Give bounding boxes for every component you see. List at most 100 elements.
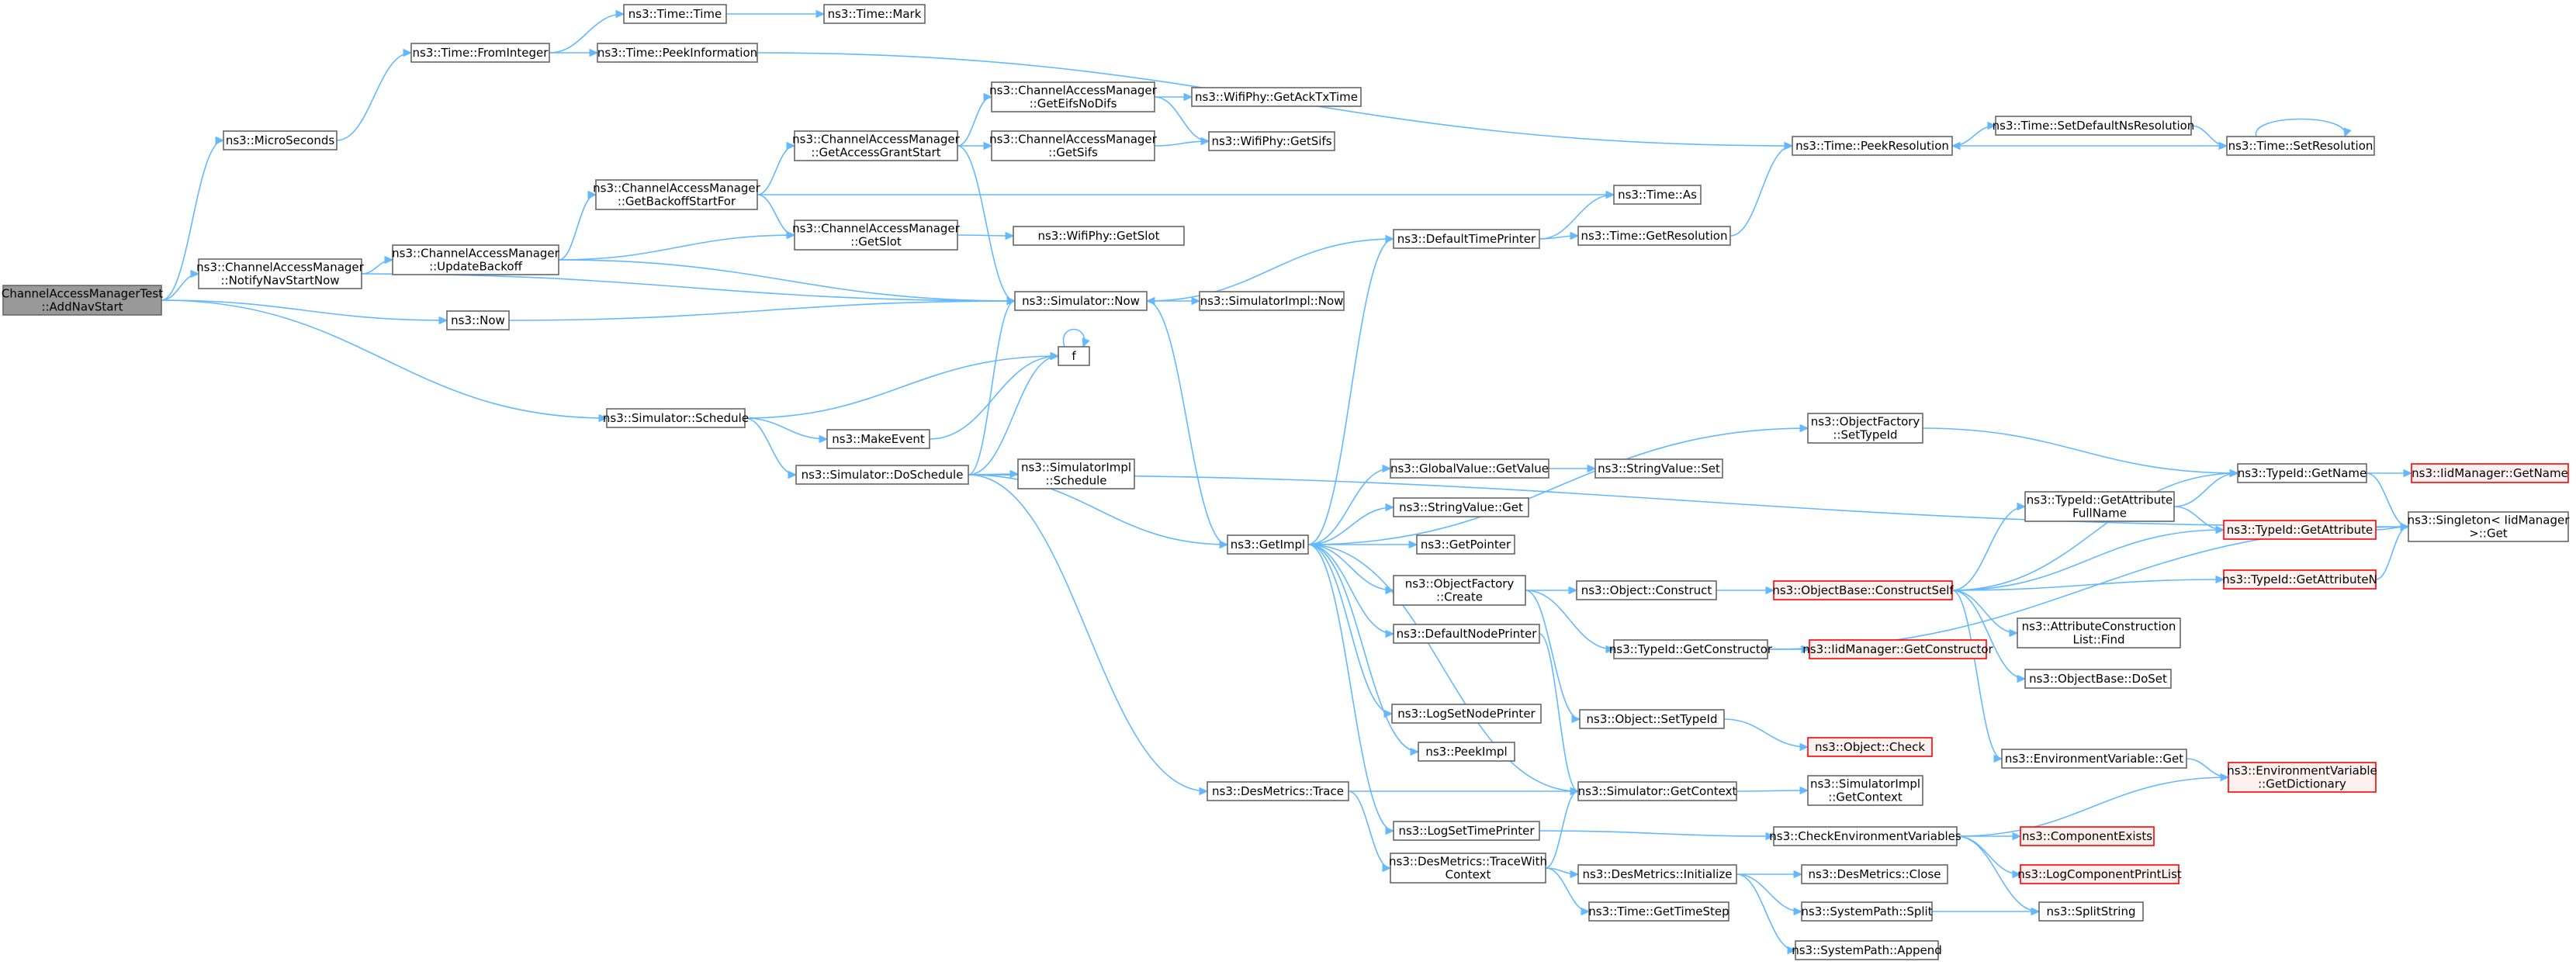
edge-ofcreate-to-objconstruct <box>1525 586 1578 595</box>
node-notifynav[interactable]: ns3::ChannelAccessManager::NotifyNavStar… <box>196 258 365 289</box>
node-typeidgetattrn[interactable]: ns3::TypeId::GetAttributeN <box>2222 569 2377 590</box>
edge-arrowhead <box>2031 907 2041 916</box>
node-componentexists[interactable]: ns3::ComponentExists <box>2020 826 2155 846</box>
node-microseconds[interactable]: ns3::MicroSeconds <box>223 130 338 150</box>
node-timeas[interactable]: ns3::Time::As <box>1613 185 1702 205</box>
node-label: ns3::Time::SetResolution <box>2228 139 2373 153</box>
node-logsetnodeprinter[interactable]: ns3::LogSetNodePrinter <box>1391 704 1542 724</box>
node-box <box>2020 826 2155 846</box>
node-doschedule[interactable]: ns3::Simulator::DoSchedule <box>795 465 969 485</box>
node-stringvalueget[interactable]: ns3::StringValue::Get <box>1393 497 1529 517</box>
node-schedule[interactable]: ns3::Simulator::Schedule <box>603 408 749 428</box>
node-syssplit[interactable]: ns3::SystemPath::Split <box>1801 901 1933 922</box>
node-getbackoffstart[interactable]: ns3::ChannelAccessManager::GetBackoffSta… <box>593 179 761 210</box>
node-label: ns3::Time::Time <box>628 7 722 21</box>
edge-objconstruct-to-objbaseconstruct <box>1716 586 1775 595</box>
node-defaultnodeprinter[interactable]: ns3::DefaultNodePrinter <box>1393 624 1540 644</box>
node-globalvalue[interactable]: ns3::GlobalValue::GetValue <box>1390 458 1549 479</box>
node-iidgetname[interactable]: ns3::IidManager::GetName <box>2411 463 2569 483</box>
node-label: ns3::WifiPhy::GetAckTxTime <box>1195 90 1358 104</box>
node-objsettypeid[interactable]: ns3::Object::SetTypeId <box>1579 709 1725 729</box>
edge-line <box>508 300 1016 321</box>
node-getresolution[interactable]: ns3::Time::GetResolution <box>1577 226 1731 246</box>
node-envgetdict[interactable]: ns3::EnvironmentVariable::GetDictionary <box>2227 762 2377 793</box>
node-timemark[interactable]: ns3::Time::Mark <box>823 4 926 24</box>
node-root[interactable]: ChannelAccessManagerTest::AddNavStart <box>2 285 163 316</box>
node-stringvalueset[interactable]: ns3::StringValue::Set <box>1594 458 1723 479</box>
node-makeevent[interactable]: ns3::MakeEvent <box>826 429 930 449</box>
node-desclose[interactable]: ns3::DesMetrics::Close <box>1801 864 1948 884</box>
node-label: ns3::ChannelAccessManager <box>792 133 960 147</box>
node-simimplgetcontext[interactable]: ns3::SimulatorImpl::GetContext <box>1807 775 1923 806</box>
node-logcomponentprint[interactable]: ns3::LogComponentPrintList <box>2017 864 2182 884</box>
node-getslot[interactable]: ns3::ChannelAccessManager::GetSlot <box>792 220 961 251</box>
node-destrace[interactable]: ns3::DesMetrics::Trace <box>1207 781 1349 801</box>
node-box <box>1576 580 1717 600</box>
node-typeidgetname[interactable]: ns3::TypeId::GetName <box>2237 463 2367 483</box>
node-f[interactable]: f <box>1058 346 1090 366</box>
node-frominteger[interactable]: ns3::Time::FromInteger <box>410 43 550 63</box>
node-objbasedoset[interactable]: ns3::ObjectBase::DoSet <box>2024 669 2172 689</box>
node-wifiackt[interactable]: ns3::WifiPhy::GetAckTxTime <box>1191 87 1362 107</box>
node-objbaseconstruct[interactable]: ns3::ObjectBase::ConstructSelf <box>1772 580 1954 600</box>
node-label: ns3::ObjectBase::DoSet <box>2029 672 2167 686</box>
node-setresolution[interactable]: ns3::Time::SetResolution <box>2226 136 2375 156</box>
node-objconstruct[interactable]: ns3::Object::Construct <box>1576 580 1717 600</box>
node-simimplnow[interactable]: ns3::SimulatorImpl::Now <box>1199 291 1345 311</box>
node-wifislot[interactable]: ns3::WifiPhy::GetSlot <box>1013 226 1185 246</box>
node-now[interactable]: ns3::Now <box>446 310 510 330</box>
node-label: ::NotifyNavStartNow <box>220 274 339 288</box>
node-simgetcontext[interactable]: ns3::Simulator::GetContext <box>1577 781 1737 801</box>
node-getpointer[interactable]: ns3::GetPointer <box>1416 534 1515 555</box>
edge-getimpl-to-logsetnodeprinter <box>1307 544 1394 718</box>
edge-getaccessgrant-to-geteifs <box>957 92 993 147</box>
node-peekimpl[interactable]: ns3::PeekImpl <box>1418 742 1515 762</box>
node-setdefaultns[interactable]: ns3::Time::SetDefaultNsResolution <box>1993 116 2195 136</box>
edge-arrowhead <box>190 269 200 278</box>
edge-arrowhead <box>819 434 829 444</box>
node-geteifs[interactable]: ns3::ChannelAccessManager::GetEifsNoDifs <box>989 81 1158 112</box>
node-simnow[interactable]: ns3::Simulator::Now <box>1014 291 1148 311</box>
node-wifisifs[interactable]: ns3::WifiPhy::GetSifs <box>1208 131 1335 151</box>
node-checkenv[interactable]: ns3::CheckEnvironmentVariables <box>1769 826 1961 846</box>
node-sysappend[interactable]: ns3::SystemPath::Append <box>1792 940 1942 960</box>
node-objcheck[interactable]: ns3::Object::Check <box>1807 737 1933 757</box>
edge-line <box>1951 529 2225 591</box>
node-box <box>2038 901 2144 922</box>
edge-objbaseconstruct-to-typeidgetattr <box>1951 525 2225 591</box>
edge-arrowhead <box>1009 469 1020 479</box>
node-simimplschedule[interactable]: ns3::SimulatorImpl::Schedule <box>1017 458 1135 489</box>
edge-arrowhead <box>1793 907 1803 916</box>
edge-updatebackoff-to-getslot <box>558 230 796 261</box>
node-iidgetconstructor[interactable]: ns3::IidManager::GetConstructor <box>1802 639 1994 659</box>
node-peekresolution[interactable]: ns3::Time::PeekResolution <box>1792 136 1953 156</box>
node-defaulttimeprinter[interactable]: ns3::DefaultTimePrinter <box>1393 229 1540 249</box>
node-splitstring[interactable]: ns3::SplitString <box>2038 901 2144 922</box>
node-timestep[interactable]: ns3::Time::GetTimeStep <box>1588 901 1729 922</box>
node-label: ns3::Time::SetDefaultNsResolution <box>1993 119 2195 133</box>
node-getimpl[interactable]: ns3::GetImpl <box>1227 534 1309 555</box>
edge-arrowhead <box>2403 469 2413 478</box>
node-logsettimeprinter[interactable]: ns3::LogSetTimePrinter <box>1393 821 1540 841</box>
node-singletonget[interactable]: ns3::Singleton< IidManager>::Get <box>2408 511 2571 542</box>
edge-line <box>1307 544 1394 832</box>
node-objfactorysettypeid[interactable]: ns3::ObjectFactory::SetTypeId <box>1807 413 1923 444</box>
edge-arrowhead <box>1993 754 2003 763</box>
edge-desinit-to-syssplit <box>1736 873 1803 916</box>
edge-line <box>968 474 1208 792</box>
edge-simgetcontext-to-simimplgetcontext <box>1736 786 1809 795</box>
node-timetime[interactable]: ns3::Time::Time <box>623 4 727 24</box>
node-getaccessgrant[interactable]: ns3::ChannelAccessManager::GetAccessGran… <box>792 130 961 161</box>
node-peekinfo[interactable]: ns3::Time::PeekInformation <box>597 43 758 63</box>
node-envget[interactable]: ns3::EnvironmentVariable::Get <box>2001 749 2187 769</box>
node-updatebackoff[interactable]: ns3::ChannelAccessManager::UpdateBackoff <box>392 244 560 275</box>
node-typeidgetconstructor[interactable]: ns3::TypeId::GetConstructor <box>1609 639 1773 659</box>
node-ofcreate[interactable]: ns3::ObjectFactory::Create <box>1393 575 1526 606</box>
node-getsifs[interactable]: ns3::ChannelAccessManager::GetSifs <box>989 130 1158 161</box>
edge-typeidgetattrn-to-singletonget <box>2375 522 2410 580</box>
node-desinit[interactable]: ns3::DesMetrics::Initialize <box>1577 864 1737 884</box>
node-typeidgetattr[interactable]: ns3::TypeId::GetAttribute <box>2223 520 2377 540</box>
